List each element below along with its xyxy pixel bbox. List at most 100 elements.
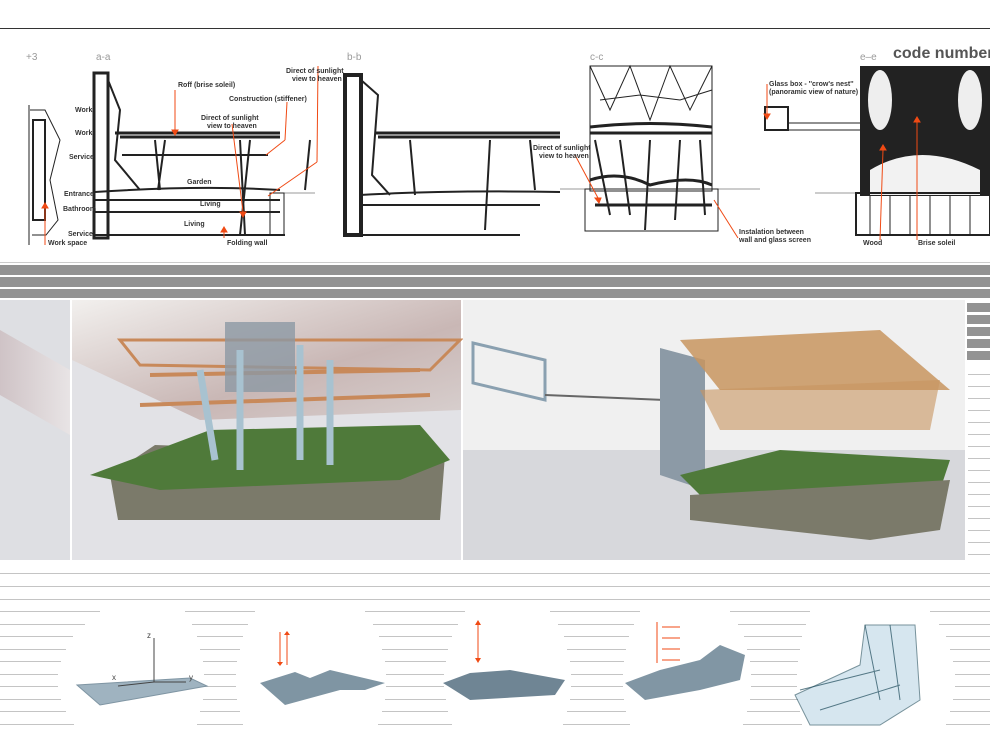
- label-sunlight: view to heaven: [207, 123, 257, 130]
- surface-4: [625, 622, 745, 700]
- rule-line: [567, 711, 627, 712]
- label-bathroom: Bathroom: [63, 206, 96, 213]
- axis-label-y: y: [189, 673, 193, 682]
- divider-line: [0, 262, 990, 263]
- rule-line: [743, 636, 802, 637]
- rule-line: [372, 623, 458, 625]
- rule-line: [968, 374, 990, 375]
- render-left-crop: [0, 300, 70, 560]
- x-axis: [117, 681, 155, 687]
- rule-line: [365, 611, 465, 612]
- rule-line: [968, 542, 990, 543]
- section-label-aa: a-a: [96, 52, 111, 63]
- surface-5: [794, 624, 921, 726]
- rule-line: [747, 648, 800, 650]
- surface-flat: z x y: [75, 631, 209, 706]
- label-folding-wall: Folding wall: [227, 240, 267, 247]
- label-living: Living: [184, 221, 205, 228]
- section-ee: [764, 66, 990, 236]
- rule-line: [737, 623, 806, 625]
- rule-line: [569, 661, 625, 662]
- section-cc: [584, 64, 719, 232]
- surface-2: [260, 631, 385, 705]
- label-glass-box: (panoramic view of nature): [769, 89, 858, 96]
- rule-line: [946, 636, 990, 637]
- rule-line: [384, 661, 446, 662]
- rule-line: [0, 698, 61, 700]
- rule-line: [968, 482, 990, 483]
- label-installation: wall and glass screen: [738, 237, 811, 244]
- rule-line: [955, 686, 990, 687]
- surface-3: [443, 620, 565, 700]
- rule-line: [571, 673, 624, 675]
- rule-line: [382, 648, 448, 650]
- axis-label-x: x: [112, 673, 116, 682]
- rule-line: [939, 623, 990, 625]
- rule-line: [571, 686, 624, 687]
- gray-band: [0, 265, 990, 275]
- rule-line: [386, 673, 444, 675]
- rule-line: [950, 648, 990, 650]
- label-wood: Wood: [863, 240, 882, 247]
- label-sunlight: Direct of sunlight: [286, 68, 344, 75]
- rule-line: [200, 648, 240, 650]
- section-plus3: [28, 105, 61, 245]
- rule-line: [557, 623, 634, 625]
- label-work: Work: [75, 107, 92, 114]
- rule-line: [203, 673, 237, 675]
- rule-line: [382, 711, 448, 712]
- gray-band: [0, 289, 990, 298]
- rule-line: [747, 711, 800, 712]
- sections-drawing: Work Work Service Entrance Bathroom Serv…: [28, 64, 990, 247]
- label-living: Living: [200, 201, 221, 208]
- rule-line: [563, 636, 630, 637]
- rule-line: [968, 554, 990, 555]
- rule-line: [203, 686, 237, 687]
- rule-line: [197, 636, 243, 637]
- rule-line: [200, 711, 240, 712]
- rule-line: [968, 410, 990, 411]
- rule-line: [191, 623, 249, 625]
- rule-line: [751, 686, 798, 687]
- rule-line: [196, 723, 244, 725]
- renders: [0, 300, 990, 560]
- rule-line: [945, 723, 990, 725]
- rule-line: [386, 686, 444, 687]
- rule-line: [743, 723, 803, 725]
- rule-line: [953, 661, 990, 662]
- rule-line: [749, 661, 799, 662]
- rule-line: [950, 711, 990, 712]
- rule-line: [202, 661, 238, 662]
- rule-line: [185, 611, 255, 612]
- rule-line: [930, 611, 990, 612]
- rule-line: [730, 611, 810, 612]
- rule-line: [0, 611, 100, 612]
- rule-line: [378, 723, 452, 725]
- annotation-arrows: [41, 65, 921, 245]
- label-installation: Instalation between: [739, 229, 804, 236]
- render-perspective-2: [463, 300, 965, 560]
- label-sunlight: view to heaven: [539, 153, 589, 160]
- rule-line: [0, 673, 58, 675]
- label-glass-box: Glass box - ''crow's nest'': [769, 81, 854, 88]
- gray-band: [0, 277, 990, 287]
- label-work: Work: [75, 130, 92, 137]
- rule-line: [0, 723, 74, 725]
- rule-line: [968, 458, 990, 459]
- rule-line: [384, 698, 446, 700]
- render-perspective-1: [72, 300, 464, 560]
- label-garden: Garden: [187, 179, 212, 186]
- label-sunlight: Direct of sunlight: [201, 115, 259, 122]
- surface-diagrams: z x y: [75, 620, 921, 726]
- axis-label-z: z: [147, 631, 151, 640]
- section-label-ee: e–e: [860, 52, 877, 63]
- rule-line: [968, 434, 990, 435]
- rule-line: [968, 494, 990, 495]
- label-roof: Roff (brise soleil): [178, 82, 235, 89]
- rule-line: [968, 530, 990, 531]
- label-entrance: Entrance: [64, 191, 94, 198]
- rule-line: [0, 711, 66, 712]
- rule-line: [0, 686, 58, 687]
- rule-line: [378, 636, 452, 637]
- rule-line: [751, 673, 798, 675]
